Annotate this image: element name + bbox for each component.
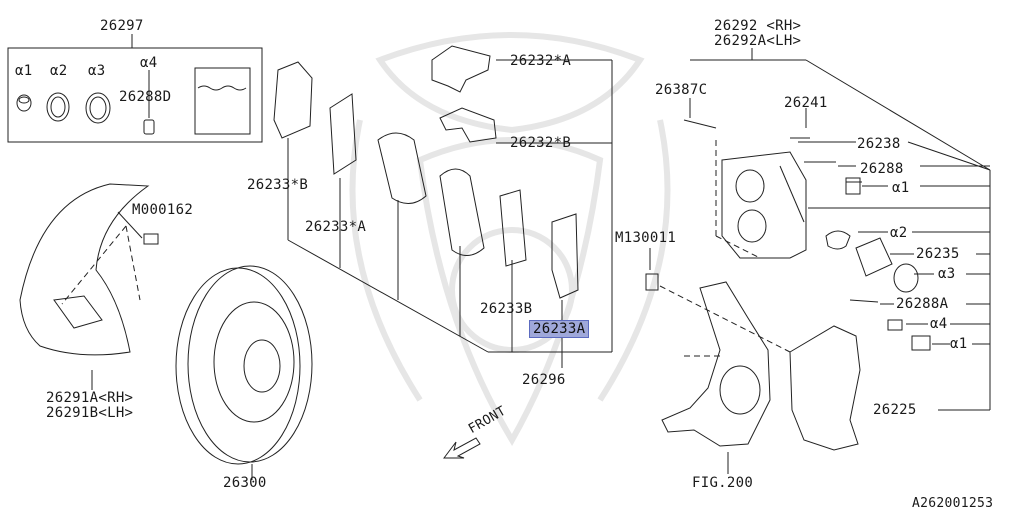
label-fig200: FIG.200: [692, 475, 754, 491]
label-26288D: 26288D: [119, 89, 172, 105]
label-26288A: 26288A: [896, 296, 949, 312]
label-alpha2-right: α2: [890, 225, 908, 241]
label-26232B: 26232*B: [510, 135, 572, 151]
label-26233B: 26233B: [480, 301, 533, 317]
label-alpha3-left: α3: [88, 63, 106, 79]
label-alpha3-right: α3: [938, 266, 956, 282]
label-26387C: 26387C: [655, 82, 708, 98]
dashed-lines: [61, 140, 791, 357]
label-alpha4-left: α4: [140, 55, 158, 71]
label-26238: 26238: [857, 136, 901, 152]
steering-knuckle: [645, 273, 771, 474]
label-alpha1-right: α1: [892, 180, 910, 196]
brake-rotor: [175, 265, 313, 480]
label-26232A: 26232*A: [510, 53, 572, 69]
label-26291B: 26291B<LH>: [46, 405, 134, 421]
label-26297: 26297: [100, 18, 144, 34]
label-26225: 26225: [873, 402, 917, 418]
label-26292A-lh: 26292A<LH>: [714, 33, 802, 49]
label-alpha1-left: α1: [15, 63, 33, 79]
caliper-group-lines: [649, 48, 991, 411]
caliper-body: [683, 119, 931, 351]
label-alpha1-right-lower: α1: [950, 336, 968, 352]
dust-shield: [19, 183, 159, 390]
pad-group-lines: [287, 59, 613, 368]
diagram-code: A262001253: [912, 496, 994, 511]
label-26233A-star: 26233*A: [305, 219, 367, 235]
caliper-bracket: [789, 325, 861, 451]
label-26292-rh: 26292 <RH>: [714, 18, 802, 34]
brake-pads: [273, 45, 579, 299]
label-26296: 26296: [522, 372, 566, 388]
seal-kit-box: [7, 34, 263, 143]
label-26300: 26300: [223, 475, 267, 491]
label-alpha4-right: α4: [930, 316, 948, 332]
label-26288: 26288: [860, 161, 904, 177]
label-M000162: M000162: [132, 202, 194, 218]
label-26241: 26241: [784, 95, 828, 111]
label-26233A-highlighted[interactable]: 26233A: [529, 320, 590, 338]
front-arrow: [443, 437, 481, 459]
label-26233B-star: 26233*B: [247, 177, 309, 193]
label-alpha2-left: α2: [50, 63, 68, 79]
label-26291A: 26291A<RH>: [46, 390, 134, 406]
label-26235: 26235: [916, 246, 960, 262]
label-M130011: M130011: [615, 230, 677, 246]
